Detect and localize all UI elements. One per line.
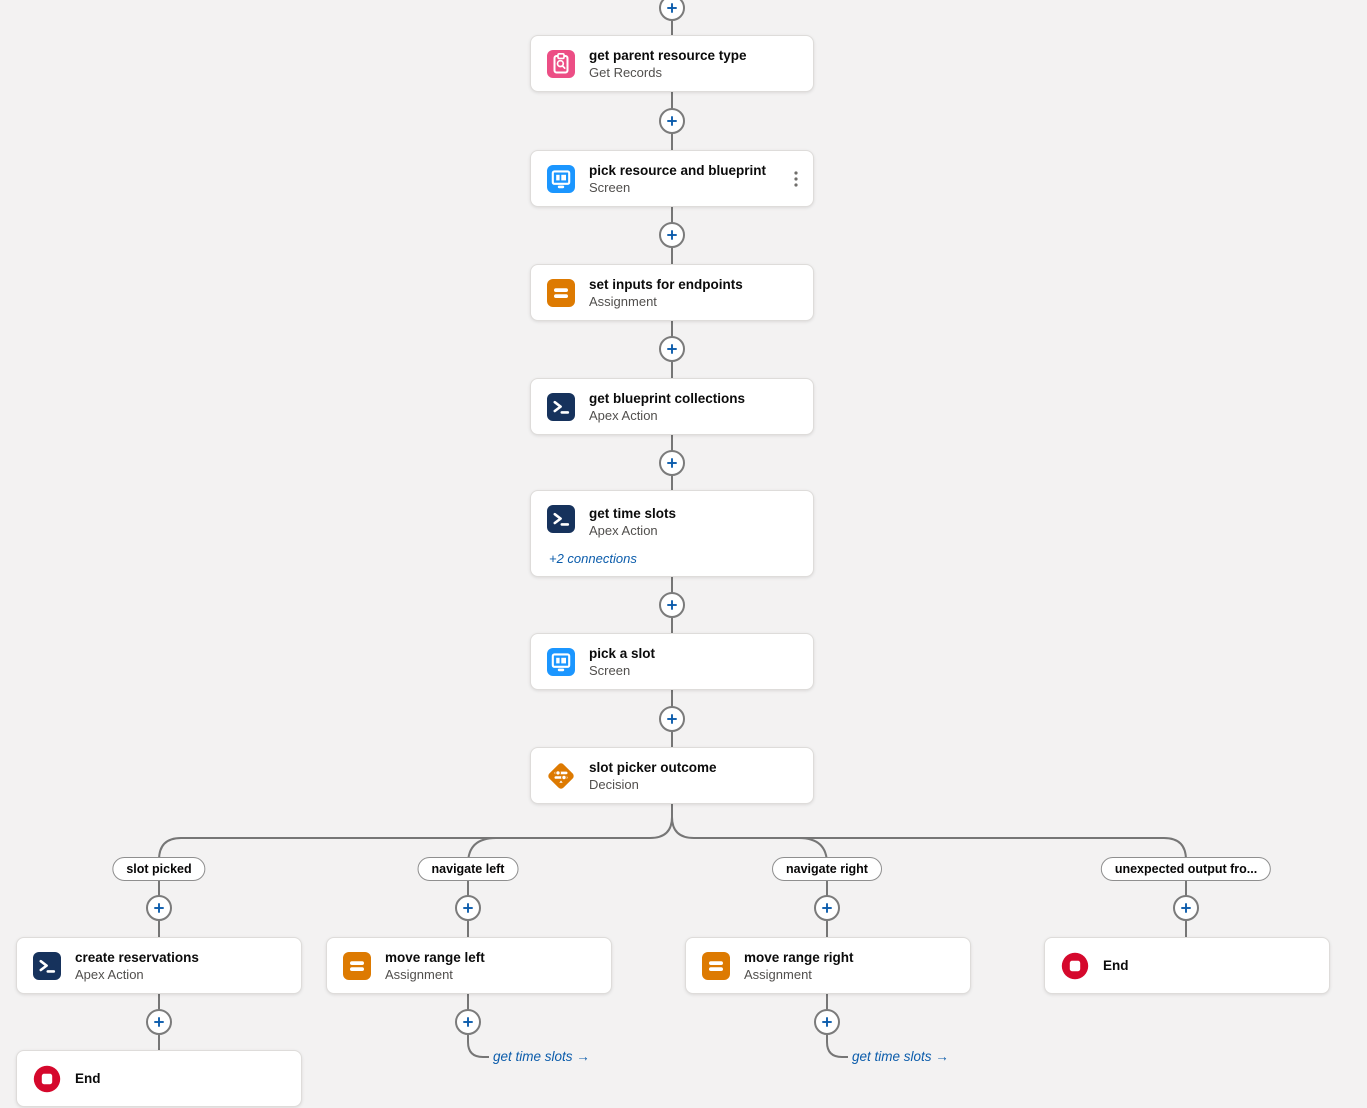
add-element-button[interactable] — [814, 1009, 840, 1035]
decision-icon — [543, 758, 579, 794]
branch-label-unexpected-output: unexpected output fro... — [1100, 857, 1272, 881]
node-title: set inputs for endpoints — [589, 276, 743, 292]
flow-node-end-right[interactable]: End — [1044, 937, 1330, 994]
flow-node-pick-resource-and-blueprint[interactable]: pick resource and blueprint Screen — [530, 150, 814, 207]
flow-node-set-inputs-for-endpoints[interactable]: set inputs for endpoints Assignment — [530, 264, 814, 321]
add-element-button[interactable] — [659, 592, 685, 618]
node-title: move range right — [744, 949, 854, 965]
end-icon — [1061, 952, 1089, 980]
get-records-icon — [547, 49, 575, 78]
branch-trunk-left — [158, 804, 673, 937]
node-subtitle: Apex Action — [589, 523, 658, 538]
assignment-icon — [343, 951, 371, 980]
node-title: pick resource and blueprint — [589, 162, 767, 178]
flow-node-move-range-right[interactable]: move range right Assignment — [685, 937, 971, 994]
flow-node-move-range-left[interactable]: move range left Assignment — [326, 937, 612, 994]
node-title: pick a slot — [589, 645, 656, 661]
apex-action-icon — [33, 951, 61, 980]
node-subtitle: Decision — [589, 776, 639, 792]
flow-node-get-time-slots[interactable]: get time slots Apex Action +2 connection… — [530, 490, 814, 577]
add-element-button[interactable] — [659, 0, 685, 21]
add-element-button[interactable] — [659, 706, 685, 732]
node-title: get time slots — [589, 506, 677, 521]
assignment-icon — [547, 278, 575, 307]
node-subtitle: Assignment — [385, 966, 453, 982]
node-title: slot picker outcome — [589, 759, 717, 775]
node-subtitle: Assignment — [589, 293, 657, 309]
node-subtitle: Apex Action — [75, 966, 144, 982]
branch-drop-navigate-left — [467, 837, 497, 937]
screen-icon — [547, 164, 575, 193]
add-element-button[interactable] — [659, 336, 685, 362]
flow-node-end-left[interactable]: End — [16, 1050, 302, 1107]
node-title: End — [75, 1071, 101, 1086]
flow-node-slot-picker-outcome[interactable]: slot picker outcome Decision — [530, 747, 814, 804]
branch-label-slot-picked: slot picked — [112, 857, 206, 881]
flow-node-create-reservations[interactable]: create reservations Apex Action — [16, 937, 302, 994]
more-actions-button[interactable] — [789, 165, 803, 193]
goto-link-get-time-slots[interactable]: get time slots → — [852, 1049, 949, 1064]
assignment-icon — [702, 951, 730, 980]
node-title: create reservations — [75, 949, 199, 965]
flow-node-get-parent-resource-type[interactable]: get parent resource type Get Records — [530, 35, 814, 92]
add-element-button[interactable] — [814, 895, 840, 921]
node-title: move range left — [385, 949, 485, 965]
node-title: get blueprint collections — [589, 390, 746, 406]
node-title: End — [1103, 958, 1129, 973]
add-element-button[interactable] — [1173, 895, 1199, 921]
node-title: get parent resource type — [589, 47, 747, 63]
add-element-button[interactable] — [659, 108, 685, 134]
node-subtitle: Screen — [589, 662, 631, 678]
apex-action-icon — [547, 505, 575, 533]
node-subtitle: Screen — [589, 179, 631, 195]
branch-label-navigate-right: navigate right — [772, 857, 882, 881]
goto-link-get-time-slots[interactable]: get time slots → — [493, 1049, 590, 1064]
add-element-button[interactable] — [455, 895, 481, 921]
add-element-button[interactable] — [146, 895, 172, 921]
connections-link[interactable]: +2 connections — [549, 551, 637, 566]
apex-action-icon — [547, 392, 575, 421]
flow-node-pick-a-slot[interactable]: pick a slot Screen — [530, 633, 814, 690]
add-element-button[interactable] — [455, 1009, 481, 1035]
screen-icon — [547, 647, 575, 676]
node-subtitle: Apex Action — [589, 407, 658, 423]
add-element-button[interactable] — [146, 1009, 172, 1035]
flow-node-get-blueprint-collections[interactable]: get blueprint collections Apex Action — [530, 378, 814, 435]
branch-drop-navigate-right — [798, 837, 828, 937]
node-subtitle: Assignment — [744, 966, 812, 982]
add-element-button[interactable] — [659, 222, 685, 248]
branch-label-navigate-left: navigate left — [417, 857, 519, 881]
add-element-button[interactable] — [659, 450, 685, 476]
end-icon — [33, 1065, 61, 1093]
node-subtitle: Get Records — [589, 64, 662, 80]
